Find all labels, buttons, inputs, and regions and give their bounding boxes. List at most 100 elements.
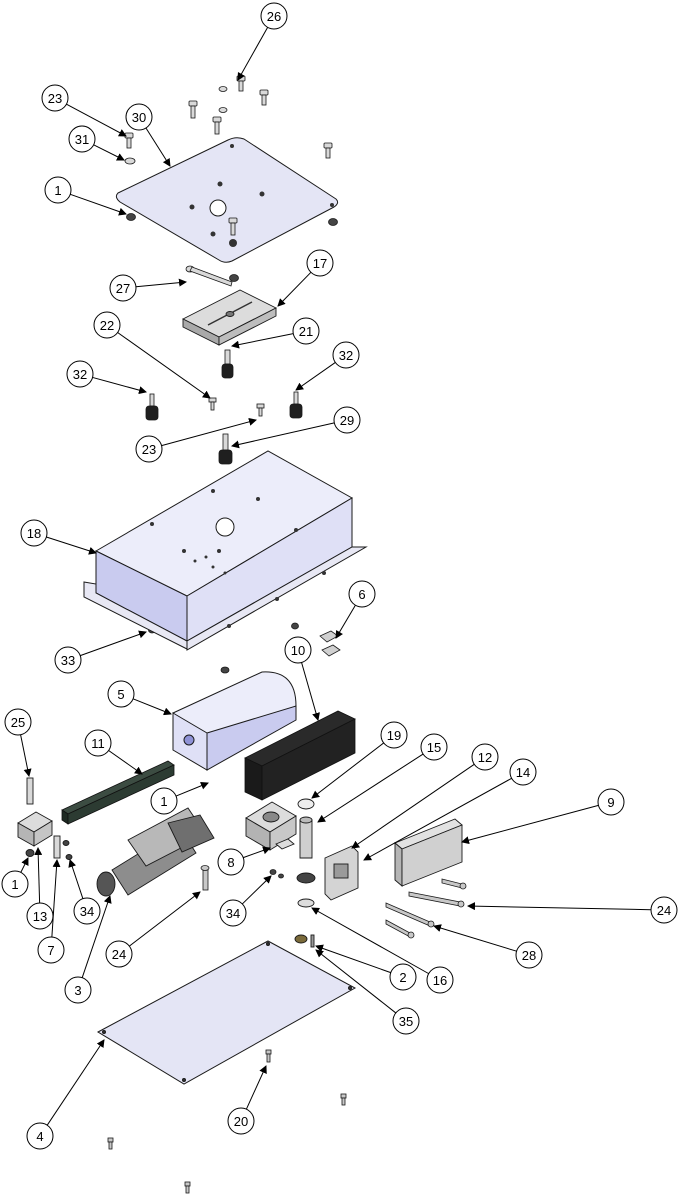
balloon-circle — [20, 519, 48, 547]
balloon-label: 21 — [299, 324, 313, 339]
balloon-circle — [219, 899, 247, 927]
balloon-label: 4 — [36, 1129, 43, 1144]
balloon-circle — [332, 341, 360, 369]
balloon-circle — [509, 758, 537, 786]
leader-line-b15 — [317, 753, 424, 823]
balloon-b19: 19 — [380, 721, 408, 749]
balloon-b24b: 24 — [650, 896, 678, 924]
balloon-b16: 16 — [426, 966, 454, 994]
balloon-b1c: 1 — [1, 870, 29, 898]
mounting-block — [394, 818, 463, 887]
balloon-label: 9 — [607, 795, 614, 810]
balloon-b17: 17 — [306, 249, 334, 277]
balloon-b8: 8 — [217, 848, 245, 876]
drive-shaft-parts — [294, 798, 316, 948]
leader-line-b20 — [245, 1065, 267, 1110]
balloon-label: 11 — [91, 736, 105, 751]
balloon-circle — [54, 646, 82, 674]
balloon-label: 7 — [47, 943, 54, 958]
leader-line-b25 — [20, 734, 32, 777]
bearing-housing — [245, 801, 297, 851]
leader-line-b22 — [117, 332, 211, 399]
balloon-b14: 14 — [509, 758, 537, 786]
leader-line-b26a — [237, 27, 269, 81]
parts-layer — [17, 75, 467, 1194]
balloon-label: 25 — [11, 715, 25, 730]
balloon-b29: 29 — [333, 406, 361, 434]
balloon-b18: 18 — [20, 519, 48, 547]
balloon-label: 20 — [234, 1114, 248, 1129]
balloon-label: 30 — [132, 110, 146, 125]
leader-line-b31 — [93, 144, 125, 161]
balloon-circle — [260, 2, 288, 30]
balloon-b6: 6 — [348, 580, 376, 608]
leader-line-b28 — [433, 924, 517, 952]
leader-line-b10 — [301, 662, 320, 721]
balloon-circle — [348, 580, 376, 608]
balloon-b26a: 26 — [260, 2, 288, 30]
balloon-circle — [150, 787, 178, 815]
balloon-label: 31 — [75, 132, 89, 147]
balloon-b31: 31 — [68, 125, 96, 153]
balloon-circle — [380, 721, 408, 749]
leader-line-b21 — [231, 333, 294, 349]
leader-line-b5 — [132, 698, 172, 716]
knob-feet — [145, 349, 303, 465]
leader-line-b32b — [295, 362, 336, 391]
balloon-label: 6 — [358, 587, 365, 602]
balloon-b12: 12 — [471, 743, 499, 771]
balloon-label: 34 — [226, 906, 240, 921]
balloon-label: 33 — [61, 653, 75, 668]
balloon-circle — [26, 902, 54, 930]
balloon-b34a: 34 — [73, 897, 101, 925]
balloon-circle — [105, 940, 133, 968]
leader-lines — [20, 27, 652, 1126]
balloon-circle — [41, 84, 69, 112]
base-plate — [96, 940, 357, 1085]
leader-line-b14 — [363, 777, 512, 861]
balloon-label: 19 — [387, 728, 401, 743]
balloon-b33: 33 — [54, 646, 82, 674]
balloon-b7: 7 — [37, 936, 65, 964]
balloon-circle — [66, 360, 94, 388]
balloon-circle — [217, 848, 245, 876]
balloon-b1b: 1 — [150, 787, 178, 815]
balloon-label: 1 — [11, 877, 18, 892]
balloon-circle — [227, 1107, 255, 1135]
balloon-label: 14 — [516, 765, 530, 780]
leader-line-b9 — [461, 804, 599, 845]
balloon-b32b: 32 — [332, 341, 360, 369]
leader-line-b11 — [108, 750, 143, 775]
balloon-b32a: 32 — [66, 360, 94, 388]
leader-line-b23a — [66, 103, 127, 137]
balloon-circle — [389, 963, 417, 991]
leader-line-b19 — [311, 742, 384, 799]
balloon-b3: 3 — [64, 976, 92, 1004]
balloon-circle — [420, 733, 448, 761]
leader-line-b18 — [46, 536, 97, 555]
balloon-label: 27 — [116, 281, 130, 296]
balloon-b27: 27 — [109, 274, 137, 302]
leader-line-b1b — [175, 781, 209, 797]
balloon-b35: 35 — [392, 1007, 420, 1035]
balloon-circle — [597, 788, 625, 816]
balloon-label: 23 — [48, 91, 62, 106]
motor-cover — [172, 671, 297, 771]
leader-line-b34a — [68, 859, 84, 899]
balloon-label: 34 — [80, 904, 94, 919]
balloon-b15: 15 — [420, 733, 448, 761]
leader-line-b1a — [70, 193, 127, 216]
balloon-label: 12 — [478, 750, 492, 765]
balloon-label: 17 — [313, 256, 327, 271]
balloon-b28: 28 — [515, 941, 543, 969]
leader-line-b30 — [145, 127, 171, 167]
leader-line-b23b — [161, 417, 257, 447]
balloon-circle — [68, 125, 96, 153]
balloon-circle — [426, 966, 454, 994]
leader-line-b2 — [315, 944, 391, 974]
balloon-b23a: 23 — [41, 84, 69, 112]
balloon-label: 26 — [267, 9, 281, 24]
balloon-b30: 30 — [125, 103, 153, 131]
leader-line-b34b — [241, 875, 272, 905]
